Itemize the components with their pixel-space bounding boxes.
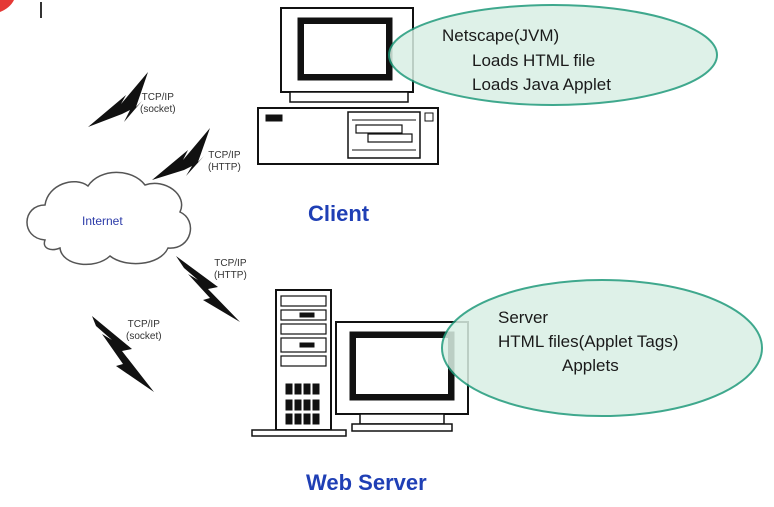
server-computer-icon <box>251 289 469 437</box>
client-bubble <box>388 4 718 106</box>
lightning-bolt-icon <box>176 256 240 322</box>
client-bubble-line-2: Loads HTML file <box>472 51 596 70</box>
server-bubble-line-2: HTML files(Applet Tags) <box>498 332 679 351</box>
lightning-bolt-icon <box>92 316 154 392</box>
link-protocol: TCP/IP <box>214 258 247 269</box>
client-bubble-line-1: Netscape(JVM) <box>442 26 560 45</box>
client-bubble-line-3: Loads Java Applet <box>472 75 611 94</box>
link-protocol: TCP/IP <box>141 92 174 103</box>
corner-line <box>40 2 42 18</box>
link-label: TCP/IP (HTTP) <box>214 258 247 282</box>
link-type: (HTTP) <box>208 162 241 173</box>
internet-cloud <box>26 171 192 266</box>
server-title: Web Server <box>306 470 427 495</box>
lightning-bolt-icon <box>88 72 148 127</box>
link-label: TCP/IP (HTTP) <box>208 150 241 174</box>
server-bubble-line-1: Server <box>498 308 549 327</box>
lightning-bolt-icon <box>152 128 210 180</box>
link-label: TCP/IP (socket) <box>126 319 162 343</box>
corner-mark <box>0 0 14 12</box>
client-title: Client <box>308 201 370 226</box>
link-protocol: TCP/IP <box>127 319 160 330</box>
server-bubble-line-3: Applets <box>562 356 619 375</box>
link-type: (socket) <box>126 331 162 342</box>
link-label: TCP/IP (socket) <box>140 92 176 116</box>
internet-label: Internet <box>82 214 123 228</box>
link-type: (socket) <box>140 104 176 115</box>
link-type: (HTTP) <box>214 270 247 281</box>
server-bubble <box>441 279 763 417</box>
link-protocol: TCP/IP <box>208 150 241 161</box>
